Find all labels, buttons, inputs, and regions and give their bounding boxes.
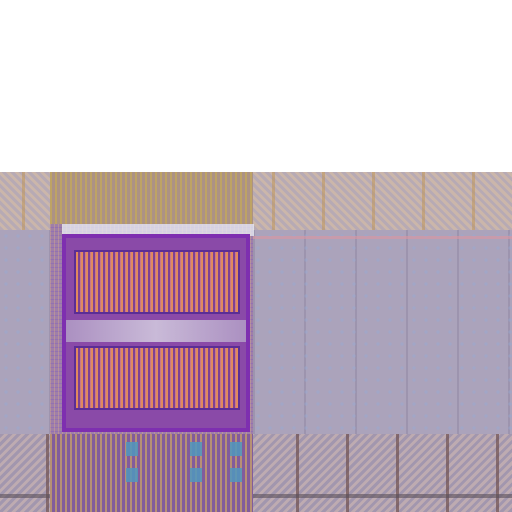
empty-area (0, 0, 512, 172)
chip-layout-view (0, 172, 512, 512)
memory-array-lower (74, 346, 240, 410)
ground-rail (0, 494, 512, 498)
contact-block (190, 442, 202, 456)
sense-amp-band (66, 320, 246, 342)
memory-macro (50, 172, 254, 512)
memory-array-upper (74, 250, 240, 314)
contact-block (126, 468, 138, 482)
contact-block (230, 442, 242, 456)
memory-array-frame (62, 234, 250, 432)
macro-highlight-strip (62, 224, 254, 236)
contact-block (230, 468, 242, 482)
contact-block (126, 442, 138, 456)
macro-periphery-top (50, 172, 253, 224)
power-rail (252, 236, 512, 239)
contact-block (190, 468, 202, 482)
macro-periphery-bottom (50, 434, 253, 512)
